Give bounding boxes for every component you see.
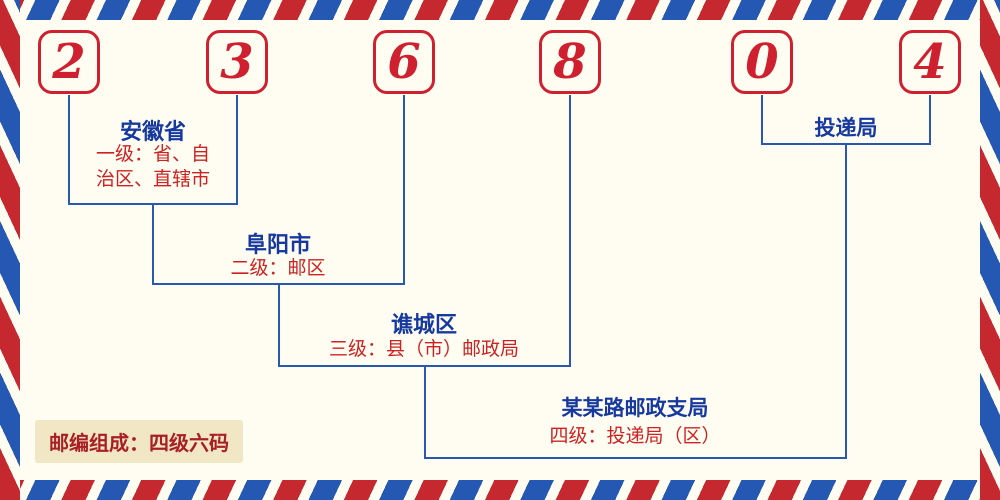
- digit-value: 6: [387, 34, 421, 90]
- connector-delivery-left-vertical: [761, 95, 763, 145]
- level1-description: 一级：省、自 治区、直辖市: [63, 142, 243, 192]
- digit-value: 2: [52, 34, 86, 90]
- digit-box-1: 3: [206, 30, 268, 94]
- connector-delivery-horizontal: [761, 143, 931, 145]
- connector-level4-left-vertical: [424, 365, 426, 459]
- connector-level2-right-vertical: [403, 95, 405, 285]
- level1-place-name: 安徽省: [119, 120, 186, 145]
- delivery-bureau-label: 投递局: [814, 116, 878, 140]
- digit-value: 3: [220, 34, 254, 90]
- composition-note: 邮编组成：四级六码: [35, 420, 243, 463]
- level4-place-name: 某某路邮政支局: [561, 396, 709, 420]
- digit-box-2: 6: [373, 30, 435, 94]
- airmail-border-left: [0, 0, 20, 500]
- digit-value: 8: [553, 34, 587, 90]
- connector-level2-left-vertical: [152, 203, 154, 285]
- digit-value: 0: [745, 34, 779, 90]
- level2-place-name: 阜阳市: [244, 233, 311, 258]
- connector-level3-right-vertical: [569, 95, 571, 367]
- level1-description-line1: 一级：省、自: [95, 143, 210, 165]
- digit-box-5: 4: [899, 30, 961, 94]
- digit-box-4: 0: [731, 30, 793, 94]
- connector-delivery-right-vertical: [929, 95, 931, 145]
- connector-level4-right-vertical: [845, 145, 847, 459]
- digit-box-0: 2: [38, 30, 100, 94]
- connector-level3-left-vertical: [278, 283, 280, 367]
- airmail-border-right: [980, 0, 1000, 500]
- level2-description: 二级：邮区: [230, 257, 326, 279]
- connector-level1-right-vertical: [236, 95, 238, 205]
- level1-description-line2: 治区、直辖市: [95, 168, 210, 191]
- level4-description: 四级：投递局（区）: [549, 425, 721, 447]
- connector-level1-left-vertical: [68, 95, 70, 205]
- airmail-border-top: [0, 0, 1000, 20]
- connector-level4-horizontal: [424, 457, 847, 459]
- airmail-border-bottom: [0, 480, 1000, 500]
- level3-place-name: 谯城区: [390, 313, 457, 338]
- digit-value: 4: [913, 34, 947, 90]
- level3-description: 三级：县（市）邮政局: [328, 338, 519, 360]
- digit-box-3: 8: [539, 30, 601, 94]
